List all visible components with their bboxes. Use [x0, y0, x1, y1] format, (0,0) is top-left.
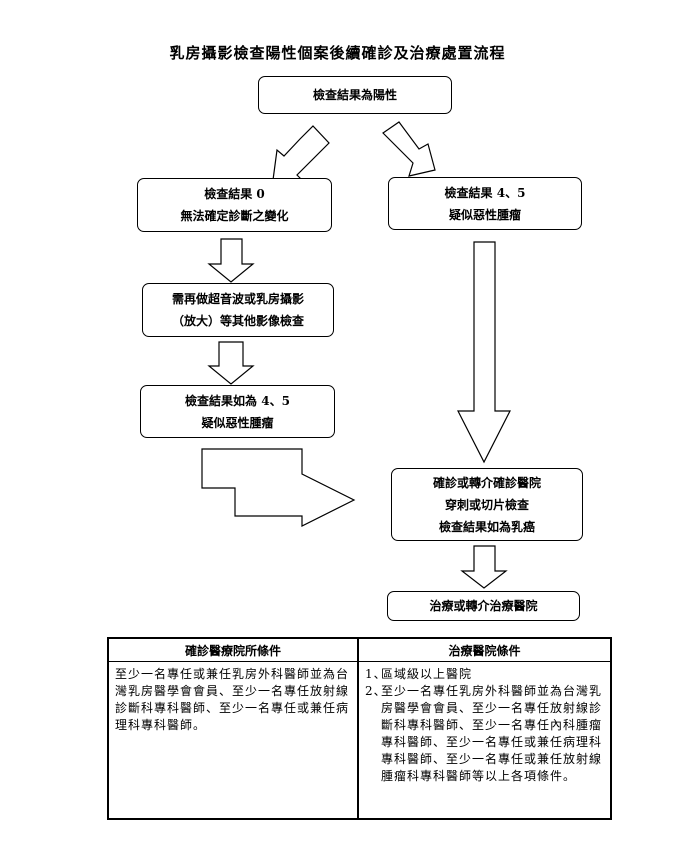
box-confirm: 確診或轉介確診醫院 穿刺或切片檢查 檢查結果如為乳癌	[391, 468, 583, 541]
arrow-down-2	[207, 341, 255, 385]
table-cell-diagnosis: 至少一名專任或兼任乳房外科醫師並為台灣乳房醫學會會員、至少一名專任放射線診斷科專…	[115, 667, 350, 732]
box-treat: 治療或轉介治療醫院	[387, 591, 580, 621]
table-cell-treatment: 1、 區域級以上醫院 2、 至少一名專任乳房外科醫師並為台灣乳房醫學會會員、至少…	[359, 662, 610, 789]
arrow-down-1	[207, 238, 255, 283]
table-header-treatment: 治療醫院條件	[359, 639, 610, 662]
box-result-45: 檢查結果 4、5 疑似惡性腫瘤	[388, 177, 582, 230]
table-column-diagnosis: 確診醫療院所條件 至少一名專任或兼任乳房外科醫師並為台灣乳房醫學會會員、至少一名…	[109, 639, 359, 818]
list-item: 1、 區域級以上醫院	[365, 667, 473, 681]
arrow-diagonal-left	[272, 125, 330, 183]
arrow-long-down	[457, 241, 511, 464]
list-item: 2、 至少一名專任乳房外科醫師並為台灣乳房醫學會會員、至少一名專任放射線診斷科專…	[365, 684, 603, 783]
box-result-0: 檢查結果 0 無法確定診斷之變化	[137, 178, 332, 232]
table-header-diagnosis: 確診醫療院所條件	[109, 639, 357, 662]
page-title: 乳房攝影檢查陽性個案後續確診及治療處置流程	[169, 44, 506, 62]
table-column-treatment: 治療醫院條件 1、 區域級以上醫院 2、 至少一名專任乳房外科醫師並為台灣乳房醫…	[359, 639, 610, 818]
box-recheck-45: 檢查結果如為 4、5 疑似惡性腫瘤	[140, 385, 335, 438]
arrow-down-treat	[460, 545, 508, 589]
box-recheck: 需再做超音波或乳房攝影 （放大）等其他影像檢查	[142, 283, 334, 337]
arrow-diagonal-right	[382, 121, 436, 177]
conditions-table: 確診醫療院所條件 至少一名專任或兼任乳房外科醫師並為台灣乳房醫學會會員、至少一名…	[107, 637, 612, 820]
arrow-bent	[201, 448, 356, 527]
box-positive: 檢查結果為陽性	[258, 76, 452, 114]
